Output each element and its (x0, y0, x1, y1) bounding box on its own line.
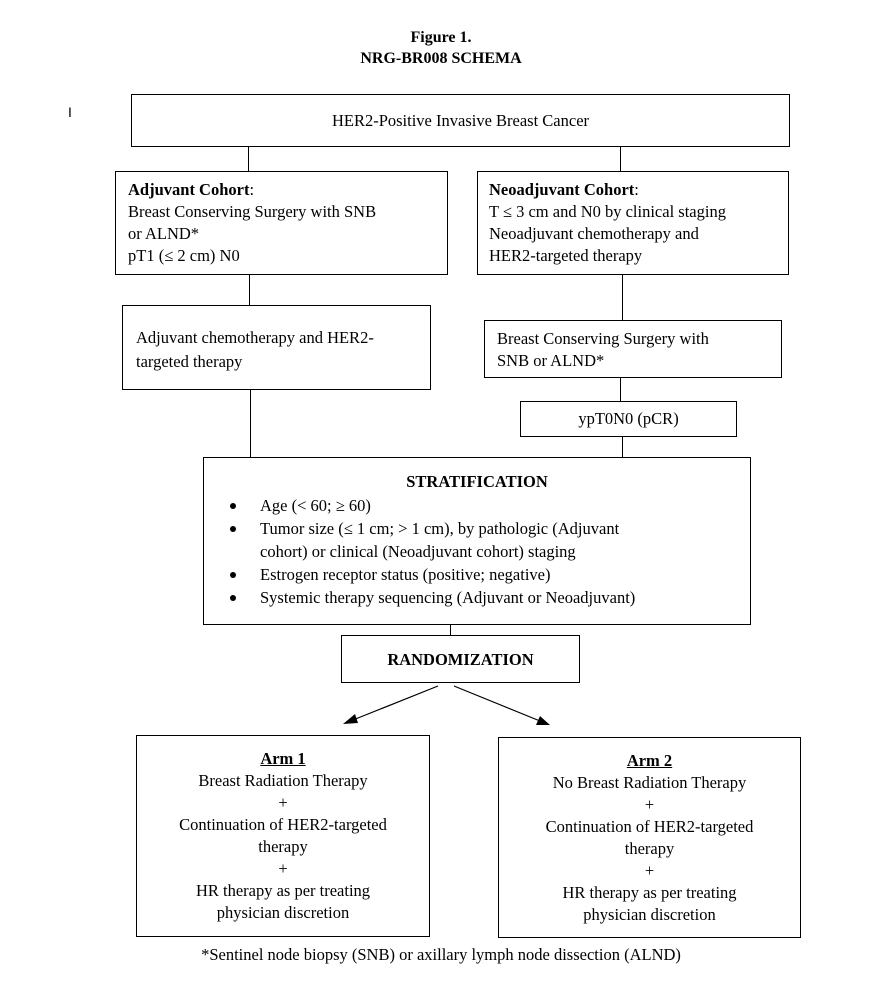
connector-line (620, 377, 621, 401)
arm1-box: Arm 1 Breast Radiation Therapy + Continu… (136, 735, 430, 937)
randomization-label: RANDOMIZATION (387, 650, 534, 669)
margin-mark: I (68, 104, 72, 120)
adjuvant-cohort-heading: Adjuvant Cohort (128, 180, 250, 199)
neoadjuvant-cohort-line: T ≤ 3 cm and N0 by clinical staging (489, 202, 726, 221)
stratification-factor-text: cohort) or clinical (Neoadjuvant cohort)… (260, 542, 576, 561)
bullet-icon (230, 526, 236, 532)
randomization-box: RANDOMIZATION (341, 635, 580, 683)
stratification-factor-text: Age (< 60; ≥ 60) (260, 496, 371, 515)
connector-line (622, 436, 623, 457)
adjuvant-cohort-line: pT1 (≤ 2 cm) N0 (128, 246, 240, 265)
arm2-title: Arm 2 (626, 751, 673, 770)
population-box: HER2-Positive Invasive Breast Cancer (131, 94, 790, 147)
adjuvant-therapy-box: Adjuvant chemotherapy and HER2- targeted… (122, 305, 431, 390)
adjuvant-therapy-line: Adjuvant chemotherapy and HER2- (136, 328, 374, 347)
arm2-hr-therapy: HR therapy as per treating (562, 883, 737, 902)
stratification-list: Age (< 60; ≥ 60) Tumor size (≤ 1 cm; > 1… (204, 494, 750, 609)
neoadjuvant-cohort-colon: : (634, 180, 639, 199)
adjuvant-cohort-box: Adjuvant Cohort: Breast Conserving Surge… (115, 171, 448, 275)
stratification-factor-text: Estrogen receptor status (positive; nega… (260, 565, 551, 584)
connector-line (249, 274, 250, 305)
figure-title: NRG-BR008 SCHEMA (360, 50, 522, 67)
stratification-factor: Estrogen receptor status (positive; nega… (204, 563, 750, 586)
arm1-plus: + (278, 859, 288, 878)
arm2-treatment: No Breast Radiation Therapy (552, 773, 747, 792)
arm1-title: Arm 1 (260, 749, 306, 768)
arm2-hr-therapy: physician discretion (583, 905, 716, 924)
bullet-icon (230, 503, 236, 509)
neoadjuvant-cohort-line: Neoadjuvant chemotherapy and (489, 224, 699, 243)
stratification-factor: Tumor size (≤ 1 cm; > 1 cm), by patholog… (204, 517, 750, 563)
arm2-continuation: Continuation of HER2-targeted (545, 817, 754, 836)
arm1-hr-therapy: physician discretion (216, 903, 350, 922)
neoadjuvant-surgery-line: Breast Conserving Surgery with (497, 329, 709, 348)
arm1-continuation: therapy (258, 837, 308, 856)
connector-line (622, 275, 623, 320)
arm2-continuation: therapy (624, 839, 675, 858)
connector-line (620, 146, 621, 171)
pcr-label: ypT0N0 (pCR) (578, 409, 679, 428)
arm2-box: Arm 2 No Breast Radiation Therapy + Cont… (498, 737, 801, 938)
footnote: *Sentinel node biopsy (SNB) or axillary … (201, 945, 681, 964)
arm1-treatment: Breast Radiation Therapy (198, 771, 368, 790)
figure-label: Figure 1. (410, 29, 472, 46)
stratification-factor-text: Systemic therapy sequencing (Adjuvant or… (260, 588, 636, 607)
connector-line (248, 146, 249, 171)
neoadjuvant-cohort-box: Neoadjuvant Cohort: T ≤ 3 cm and N0 by c… (477, 171, 789, 275)
bullet-icon (230, 595, 236, 601)
pcr-box: ypT0N0 (pCR) (520, 401, 737, 437)
adjuvant-therapy-line: targeted therapy (136, 352, 243, 371)
arm2-plus: + (644, 795, 655, 814)
stratification-title: STRATIFICATION (406, 472, 548, 491)
adjuvant-cohort-colon: : (249, 180, 255, 199)
arm1-continuation: Continuation of HER2-targeted (179, 815, 387, 834)
connector-line (250, 389, 251, 457)
bullet-icon (230, 572, 236, 578)
arm1-hr-therapy: HR therapy as per treating (195, 881, 371, 900)
arm2-plus: + (644, 861, 655, 880)
neoadjuvant-cohort-heading: Neoadjuvant Cohort (489, 180, 635, 199)
arm1-plus: + (278, 793, 288, 812)
neoadjuvant-surgery-box: Breast Conserving Surgery with SNB or AL… (484, 320, 782, 378)
neoadjuvant-cohort-line: HER2-targeted therapy (489, 246, 643, 265)
adjuvant-cohort-line: Breast Conserving Surgery with SNB (128, 202, 377, 221)
connector-line (450, 624, 451, 635)
stratification-factor: Systemic therapy sequencing (Adjuvant or… (204, 586, 750, 609)
adjuvant-cohort-line: or ALND* (128, 224, 200, 243)
population-label: HER2-Positive Invasive Breast Cancer (331, 111, 590, 130)
stratification-box: STRATIFICATION Age (< 60; ≥ 60) Tumor si… (203, 457, 751, 625)
stratification-factor-text: Tumor size (≤ 1 cm; > 1 cm), by patholog… (260, 519, 620, 538)
stratification-factor: Age (< 60; ≥ 60) (204, 494, 750, 517)
neoadjuvant-surgery-line: SNB or ALND* (497, 351, 605, 370)
